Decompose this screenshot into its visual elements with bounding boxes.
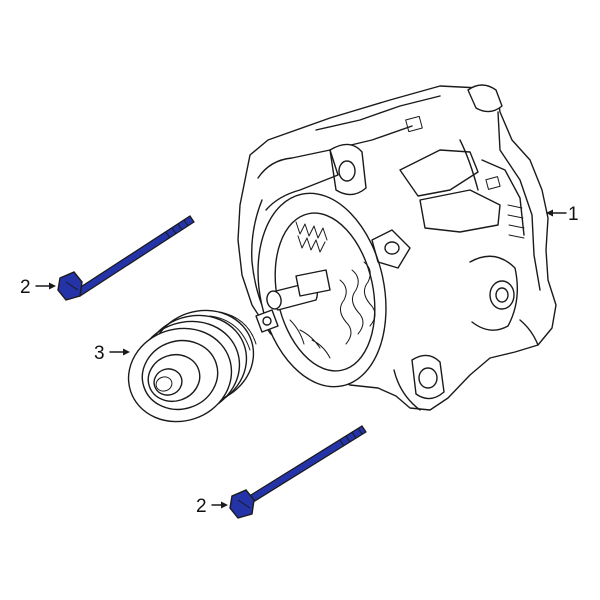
callout-number-1: 1	[568, 204, 579, 225]
callout-number-2-upper: 2	[20, 277, 31, 298]
lower-bolt[interactable]	[211, 425, 367, 519]
upper-bolt[interactable]	[35, 215, 195, 301]
pulley[interactable]	[109, 297, 266, 435]
callout-number-3: 3	[94, 343, 105, 364]
alternator[interactable]	[237, 84, 567, 411]
callout-number-2-lower: 2	[196, 496, 207, 517]
